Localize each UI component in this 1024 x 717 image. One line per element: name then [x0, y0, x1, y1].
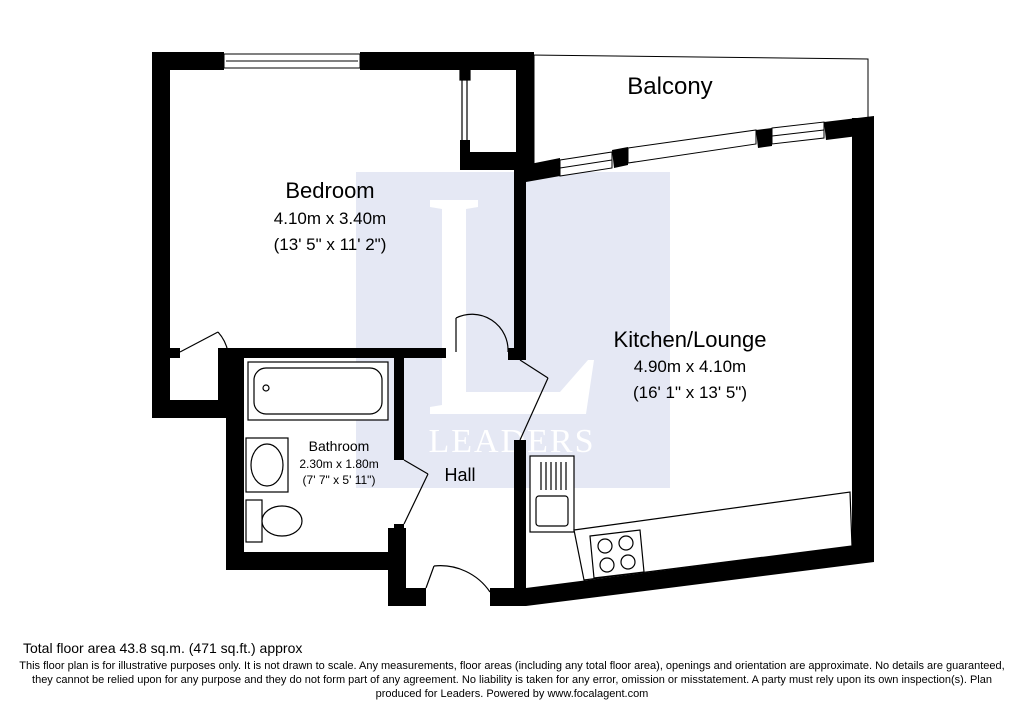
hob [589, 529, 645, 579]
kitchen-worktop [573, 491, 853, 581]
hall-label: Hall [444, 465, 475, 485]
wardrobe-doors [459, 69, 471, 148]
kitchen-lounge-label: Kitchen/Lounge [614, 327, 767, 352]
drainer-lines [540, 462, 567, 490]
bathroom-imperial: (7' 7" x 5' 11") [303, 473, 376, 487]
balcony-label: Balcony [627, 73, 712, 100]
kitchen-lounge-imperial: (16' 1" x 13' 5") [633, 383, 747, 402]
bathroom-metric: 2.30m x 1.80m [299, 457, 378, 471]
toilet-cistern [245, 499, 263, 543]
walls [152, 52, 874, 606]
disclaimer-text: This floor plan is for illustrative purp… [19, 660, 1005, 700]
toilet-bowl [261, 505, 303, 537]
bedroom-label: Bedroom [285, 178, 374, 203]
kitchen-fixtures [529, 455, 853, 581]
kitchen-lounge-metric: 4.90m x 4.10m [634, 357, 746, 376]
door-swings [179, 313, 549, 593]
watermark-logo: LEADERS [356, 172, 670, 488]
room-labels: Balcony Bedroom 4.10m x 3.40m (13' 5" x … [274, 73, 767, 487]
bedroom-imperial: (13' 5" x 11' 2") [274, 235, 387, 254]
watermark-text: LEADERS [429, 423, 596, 460]
total-floor-area: Total floor area 43.8 sq.m. (471 sq.ft.)… [23, 640, 303, 656]
bedroom-metric: 4.10m x 3.40m [274, 209, 386, 228]
bathroom-label: Bathroom [309, 438, 370, 454]
windows [223, 53, 825, 177]
bathroom-fixtures [245, 361, 389, 543]
